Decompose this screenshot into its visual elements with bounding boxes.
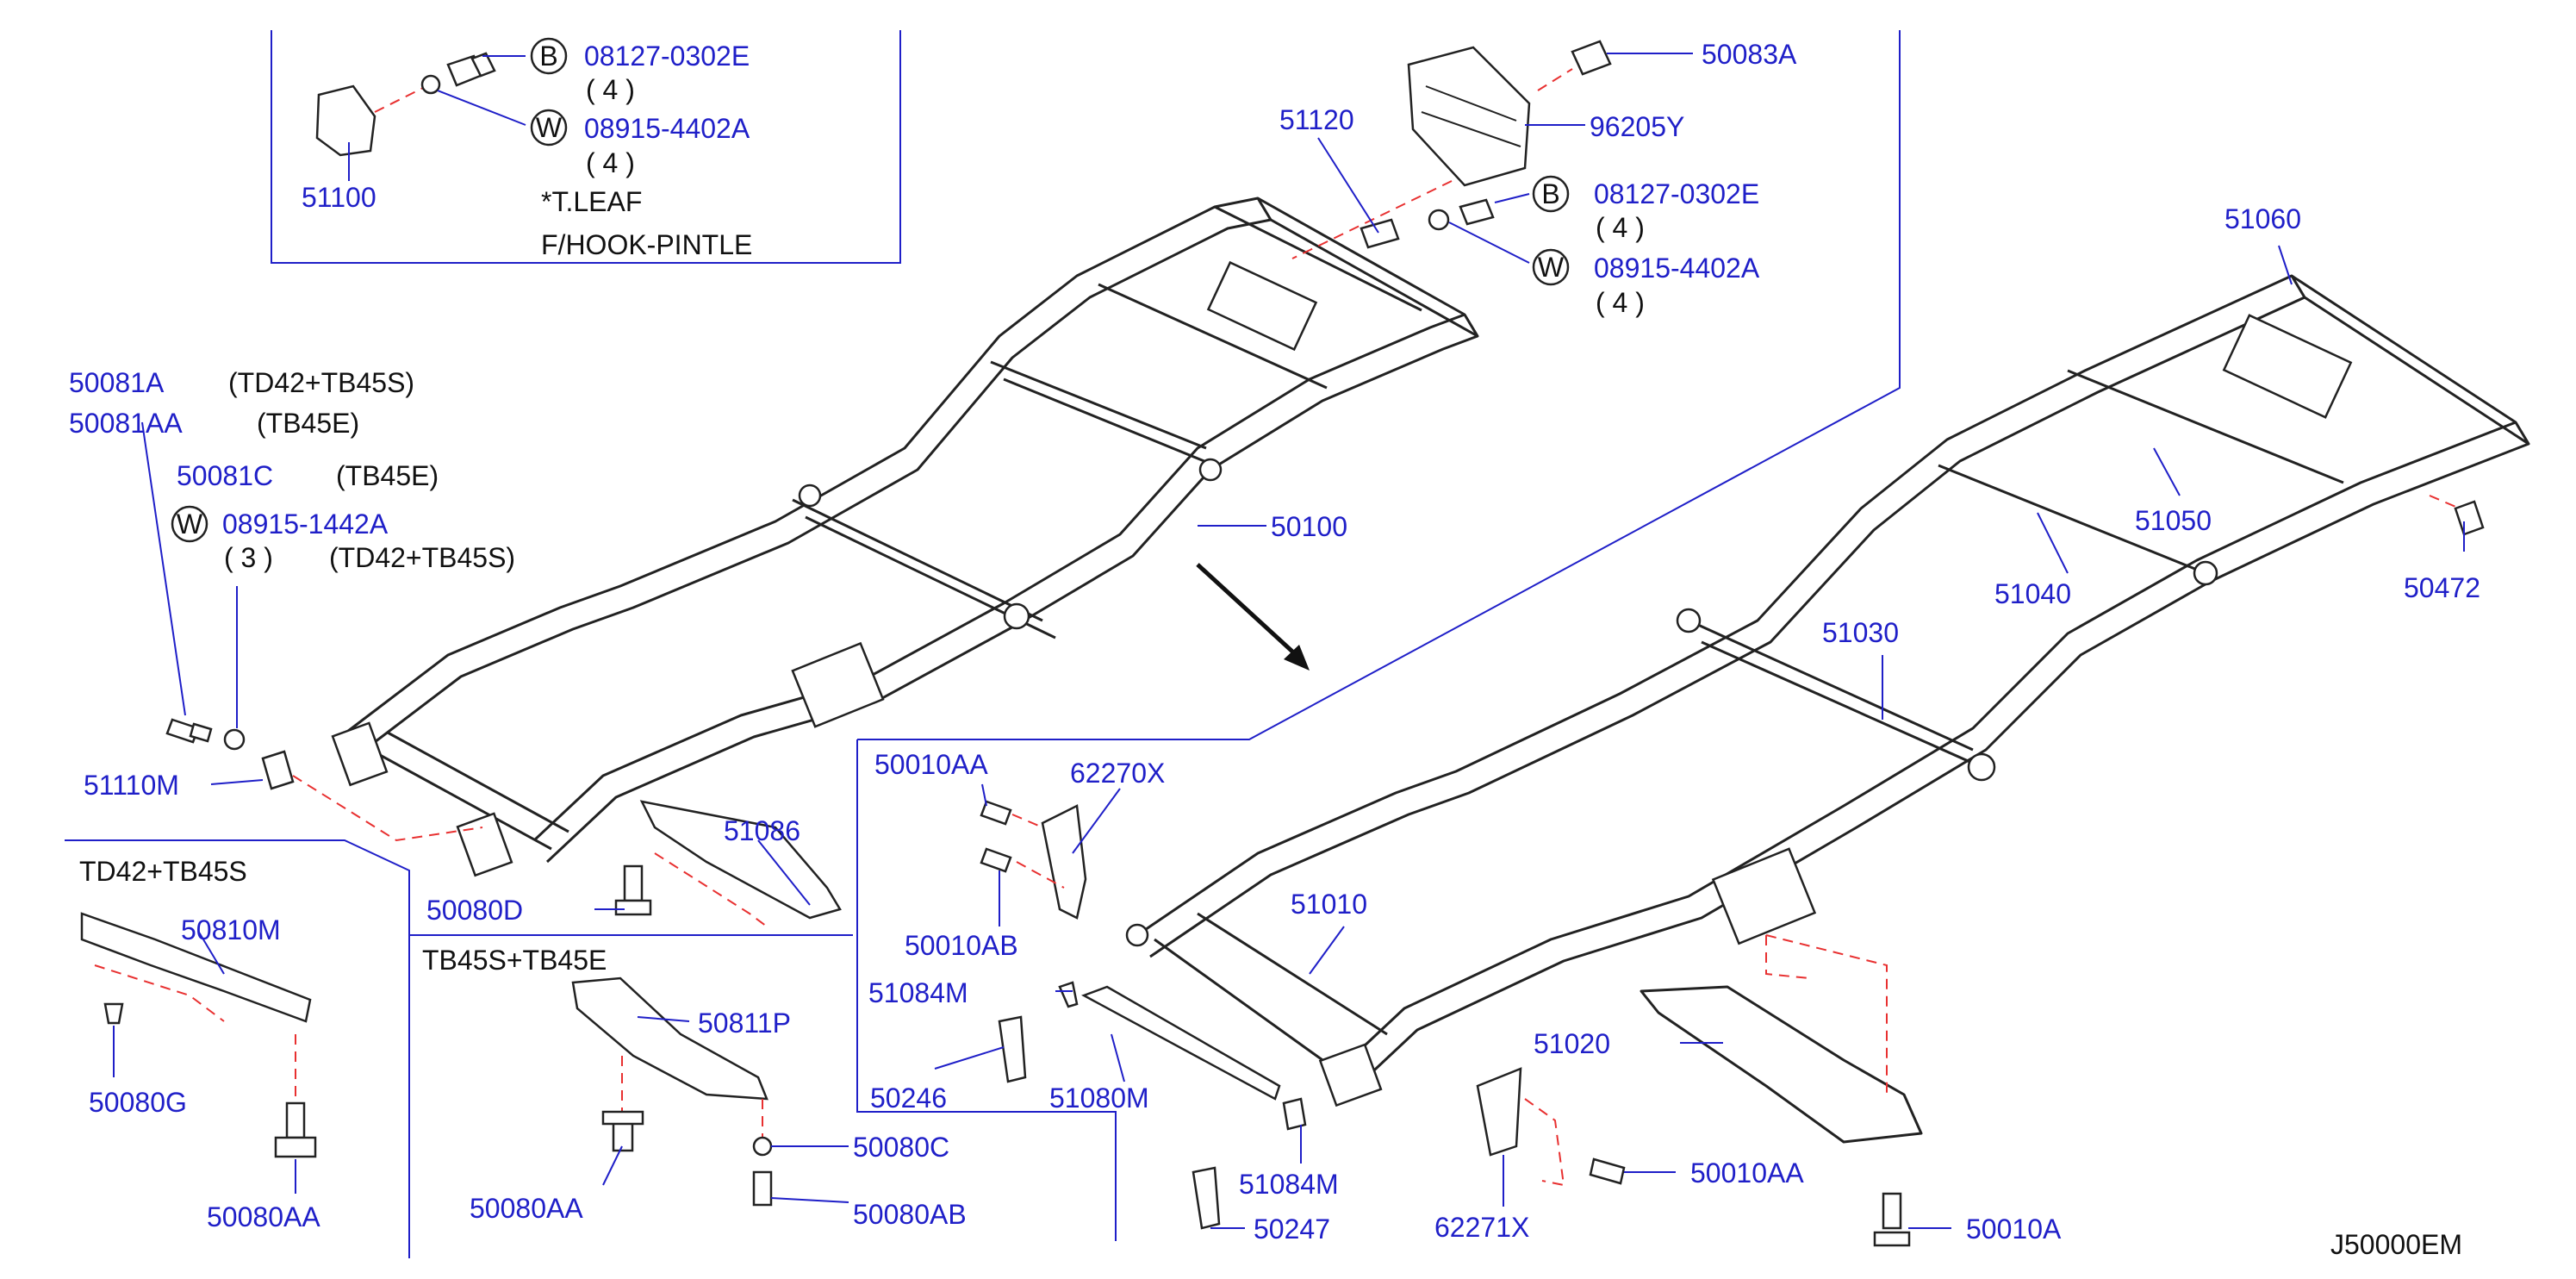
badges [171,37,1570,543]
part-label-96205Y: 96205Y [1590,111,1684,142]
note-50081AA: (TB45E) [257,408,359,439]
part-label-51040: 51040 [1994,578,2071,609]
bolt-badge-top: B [539,41,557,72]
upper-frame-drawing [331,197,1479,877]
part-label-50247: 50247 [1254,1213,1330,1245]
part-label-50080G: 50080G [89,1087,187,1118]
upper-frame-labels: 50100 51086 50080D [426,511,1347,926]
part-label-51110M: 51110M [84,770,179,801]
inset-title-td42: TD42+TB45S [79,856,247,887]
rear-hardware-labels: 50083A 51120 96205Y 08127-0302E ( 4 ) 08… [1279,39,1797,318]
part-label-50080AB: 50080AB [853,1199,967,1230]
badge-letters: B W B W W [177,41,1565,540]
inset-title-tb45: TB45S+TB45E [422,945,607,976]
note-tleaf: *T.LEAF [541,186,642,217]
note-50081C: (TB45E) [336,460,439,491]
washer-badge-rear: W [1538,252,1565,283]
center-inset-labels: 50010AA 62270X 50010AB 51084M 50246 5108… [868,749,1339,1245]
center-inset-parts [980,800,1307,1230]
part-label-51010: 51010 [1291,889,1367,920]
part-label-50010AA-lower: 50010AA [1690,1157,1804,1189]
part-label-50810M: 50810M [181,914,281,945]
part-label-50010A: 50010A [1966,1213,2062,1245]
tb45-inset-labels: TB45S+TB45E 50811P 50080AA 50080C 50080A… [422,945,967,1230]
inset-top-parts [315,52,496,157]
part-label-51080M: 51080M [1049,1082,1149,1114]
leader-lines [113,53,2465,1229]
part-label-51050: 51050 [2135,505,2212,536]
left-hardware-parts [165,718,842,927]
part-label-51060: 51060 [2224,203,2301,234]
td42-inset-labels: TD42+TB45S 50810M 50080G 50080AA [79,856,320,1232]
part-label-50010AA-center: 50010AA [874,749,988,780]
washer-code-rear: 08915-4402A [1594,253,1760,284]
panel-borders [65,30,1901,1258]
part-label-50010AB: 50010AB [905,930,1018,961]
washer-qty-left: ( 3 ) [224,542,273,573]
bolt-qty-rear: ( 4 ) [1596,212,1645,243]
td42-inset-parts [80,912,317,1158]
part-label-51084M-b: 51084M [1239,1169,1339,1200]
part-label-51086: 51086 [724,815,800,846]
part-label-51100: 51100 [302,182,376,213]
note-hook-pintle: F/HOOK-PINTLE [541,229,752,260]
washer-badge-left: W [177,508,203,540]
part-label-50081C: 50081C [177,460,273,491]
part-label-62271X: 62271X [1434,1212,1529,1243]
washer-code-left: 08915-1442A [222,508,389,540]
bolt-code-rear: 08127-0302E [1594,178,1759,209]
lower-frame-labels: 51060 51050 50472 51040 51030 51010 5102… [1291,203,2480,1245]
part-label-50081AA: 50081AA [69,408,183,439]
part-label-50100: 50100 [1271,511,1347,542]
part-label-50472: 50472 [2404,572,2480,603]
part-label-50080D: 50080D [426,895,523,926]
washer-code-top: 08915-4402A [584,113,750,144]
part-label-50081A: 50081A [69,367,165,398]
lower-frame-drawing [1125,274,2530,1247]
inset-top-labels: 51100 08127-0302E ( 4 ) 08915-4402A ( 4 … [302,41,752,260]
part-label-51030: 51030 [1822,617,1899,648]
tb45-inset-parts [571,976,773,1207]
rear-hardware-parts [1291,40,1612,259]
diagram-code: J50000EM [2330,1229,2462,1260]
bolt-badge-rear: B [1541,178,1559,209]
washer-badge-top: W [536,112,563,143]
part-label-51120: 51120 [1279,104,1354,135]
part-label-50083A: 50083A [1702,39,1797,70]
note-washer-left: (TD42+TB45S) [329,542,515,573]
part-label-50246: 50246 [870,1082,947,1114]
direction-arrow [1196,563,1310,671]
left-hardware-labels: 50081A (TD42+TB45S) 50081AA (TB45E) 5008… [69,367,515,801]
part-label-50811P: 50811P [698,1008,791,1039]
part-label-51020: 51020 [1534,1028,1610,1059]
washer-qty-rear: ( 4 ) [1596,287,1645,318]
note-50081A: (TD42+TB45S) [228,367,414,398]
part-label-50080C: 50080C [853,1132,949,1163]
bolt-code-top: 08127-0302E [584,41,750,72]
bolt-qty-top: ( 4 ) [586,74,635,105]
part-label-50080AA-tb45: 50080AA [470,1193,583,1224]
part-label-62270X: 62270X [1070,758,1165,789]
part-label-50080AA-td42: 50080AA [207,1201,320,1232]
part-label-51084M-a: 51084M [868,977,968,1008]
washer-qty-top: ( 4 ) [586,147,635,178]
